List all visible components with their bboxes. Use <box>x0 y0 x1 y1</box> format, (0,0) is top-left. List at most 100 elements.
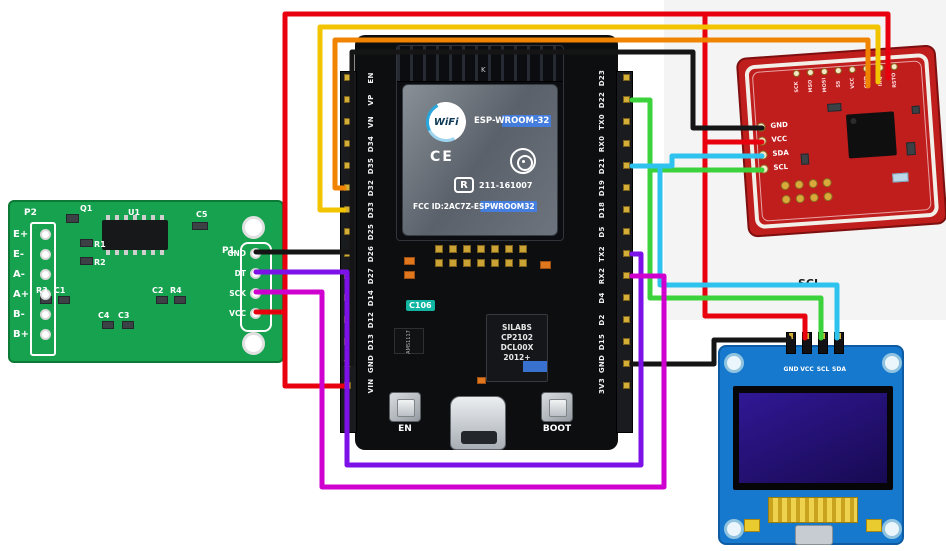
capacitor-c5 <box>192 222 208 230</box>
esp32-pin-right-d4 <box>623 294 630 301</box>
pn532-pin-gnd <box>756 122 766 132</box>
hx711-pad-b- <box>40 309 51 320</box>
esp32-pin-left-d35 <box>344 162 351 169</box>
hx711-pad-a- <box>40 269 51 280</box>
hx711-pad-b+ <box>40 329 51 340</box>
mounting-hole <box>724 519 744 539</box>
pn532-contact-pad <box>822 177 832 188</box>
pn532-top-label-irq: IRQ <box>877 75 885 87</box>
esp32-pin-right-d18 <box>623 206 630 213</box>
esp32-pin-label-3v3: 3V3 <box>598 377 606 395</box>
hx711-pin-label-a+: A+ <box>13 289 30 300</box>
hx711-ref-r3: R3 <box>36 286 48 295</box>
esp32-pin-left-vn <box>344 118 351 125</box>
esp32-pin-right-d19 <box>623 184 630 191</box>
resistor-r4 <box>174 296 186 304</box>
pn532-pin-label-scl: SCL <box>773 162 789 172</box>
flex-tab <box>744 519 760 532</box>
pn532-contact-pad <box>809 192 819 203</box>
hx711-pad-e+ <box>40 229 51 240</box>
hx711-p2-label: P2 <box>24 208 37 218</box>
pn532-pin-vcc <box>757 136 767 146</box>
hx711-ref-r1: R1 <box>94 240 106 249</box>
esp32-pin-right-3v3 <box>623 382 630 389</box>
esp32-pin-left-d32 <box>344 184 351 191</box>
esp32-pin-right-d5 <box>623 228 630 235</box>
hx711-ref-c4: C4 <box>98 311 110 320</box>
capacitor-c1 <box>58 296 70 304</box>
pn532-top-label-vcc: VCC <box>849 77 857 89</box>
resistor-r1 <box>80 239 93 247</box>
capacitor-c3 <box>122 321 134 329</box>
oled-pin-gold-scl <box>821 333 825 339</box>
hx711-p1-label: P1 <box>222 246 235 256</box>
pn532-contact-pad <box>795 193 805 204</box>
pn532-pin-scl <box>759 164 769 174</box>
oled-pin-label-sda: SDA <box>832 366 846 373</box>
hx711-pad-e- <box>40 249 51 260</box>
hx711-pin-label-vcc: VCC <box>229 309 246 318</box>
esp32-pin-right-rx2 <box>623 272 630 279</box>
hx711-pin-label-e-: E- <box>13 249 24 260</box>
esp32-pin-right-d22 <box>623 96 630 103</box>
capacitor-c2 <box>156 296 168 304</box>
resistor-r2 <box>80 257 93 265</box>
hx711-ref-c1: C1 <box>54 286 66 295</box>
hx711-ref-r4: R4 <box>170 286 182 295</box>
esp32-pin-left-d34 <box>344 140 351 147</box>
connector-base <box>795 525 833 545</box>
esp32-pin-right-d23 <box>623 74 630 81</box>
pn532-top-label-ss: SS <box>835 80 843 88</box>
oled-glass <box>739 393 887 483</box>
esp32-pin-right-tx2 <box>623 250 630 257</box>
hx711-ref-u1: U1 <box>128 208 141 217</box>
pn532-contact-pad <box>780 180 791 191</box>
flex-connector <box>768 497 858 523</box>
esp32-pin-left-gnd <box>344 360 351 367</box>
hx711-pin-label-e+: E+ <box>13 229 29 240</box>
esp32-pin-left-vin <box>344 382 351 389</box>
pn532-pin-label-sda: SDA <box>772 148 790 158</box>
hx711-ref-c2: C2 <box>152 286 164 295</box>
esp32-pin-right-d15 <box>623 338 630 345</box>
hx711-pin-label-b-: B- <box>13 309 25 320</box>
hx711-ref-c5: C5 <box>196 210 208 219</box>
hx711-pad-a+ <box>40 289 51 300</box>
esp32-pin-left-d27 <box>344 272 351 279</box>
hx711-ref-r2: R2 <box>94 258 106 267</box>
hx711-ref-q1: Q1 <box>80 204 93 213</box>
esp32-pin-right-tx0 <box>623 118 630 125</box>
pn532-contact-pad <box>781 194 792 205</box>
hx711-ref-c3: C3 <box>118 311 130 320</box>
pn532-pin-label-vcc: VCC <box>771 134 788 144</box>
esp32-pin-left-d25 <box>344 228 351 235</box>
oled-pin-gold-sda <box>837 333 841 339</box>
flex-tab <box>866 519 882 532</box>
hx711-ic-chip <box>102 215 168 255</box>
pn532-pin-sda <box>758 150 768 160</box>
esp32-pin-left-d33 <box>344 206 351 213</box>
esp32-pin-right-rx0 <box>623 140 630 147</box>
esp32-board: K WiFi ESP-WROOM-32 CE R 211-161007 FCC … <box>340 35 633 450</box>
pn532-pin-label-gnd: GND <box>770 120 789 130</box>
hx711-pin-label-a-: A- <box>13 269 25 280</box>
capacitor-c4 <box>102 321 114 329</box>
hx711-pin-label-sck: SCK <box>229 289 246 298</box>
hx711-pin-label-dt: DT <box>234 269 246 278</box>
oled-screen <box>733 386 893 490</box>
esp32-pin-left-d26 <box>344 250 351 257</box>
terminal-block-outline <box>30 222 56 356</box>
oled-pin-gold-gnd <box>789 333 793 339</box>
hx711-pin-label-b+: B+ <box>13 329 30 340</box>
pn532-top-label-sck: SCK <box>793 81 801 93</box>
pn532-contact-pad <box>808 178 818 189</box>
transistor-q1 <box>66 214 79 223</box>
oled-pin-gold-vcc <box>805 333 809 339</box>
pn532-top-label-mso: MSO <box>807 79 815 93</box>
